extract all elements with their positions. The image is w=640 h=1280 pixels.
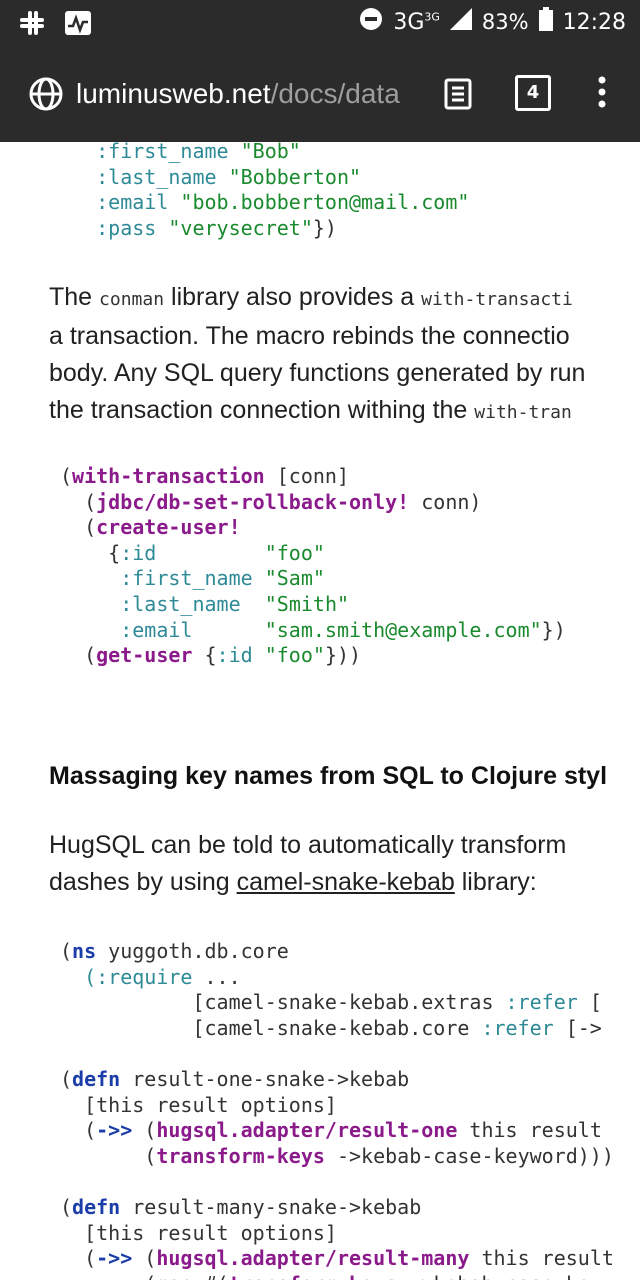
url-bar[interactable]: luminusweb.net/docs/data	[76, 74, 416, 114]
camel-snake-kebab-link[interactable]: camel-snake-kebab	[236, 868, 455, 896]
slack-icon	[18, 9, 46, 42]
activity-icon	[64, 10, 92, 41]
page-content: :first_name "Bob" :last_name "Bobberton"…	[0, 142, 640, 1280]
section-heading: Massaging key names from SQL to Clojure …	[49, 762, 608, 790]
overflow-menu-icon[interactable]	[596, 76, 608, 113]
code-block-transaction: (with-transaction [conn] (jdbc/db-set-ro…	[60, 464, 566, 668]
status-bar: 3G3G 83% 12:28	[0, 0, 640, 46]
signal-icon	[449, 8, 472, 36]
paragraph-hugsql: HugSQL can be told to automatically tran…	[49, 831, 567, 896]
battery-icon	[538, 7, 553, 37]
globe-icon[interactable]	[28, 76, 64, 117]
network-type: 3G3G	[393, 9, 440, 35]
url-host: luminusweb.net	[76, 78, 271, 109]
clock: 12:28	[562, 9, 626, 35]
code-block-kebab: (ns yuggoth.db.core (:require ... [camel…	[60, 939, 614, 1280]
reader-mode-icon[interactable]	[444, 78, 472, 115]
battery-percent: 83%	[481, 10, 529, 34]
tab-switcher-icon[interactable]: 4	[515, 75, 551, 111]
paragraph-transaction: The conman library also provides a with-…	[49, 283, 586, 424]
dnd-icon	[359, 7, 383, 37]
url-path: /docs/data	[270, 78, 400, 109]
code-block-user: :first_name "Bob" :last_name "Bobberton"…	[96, 142, 470, 240]
browser-toolbar: luminusweb.net/docs/data 4	[0, 46, 640, 142]
